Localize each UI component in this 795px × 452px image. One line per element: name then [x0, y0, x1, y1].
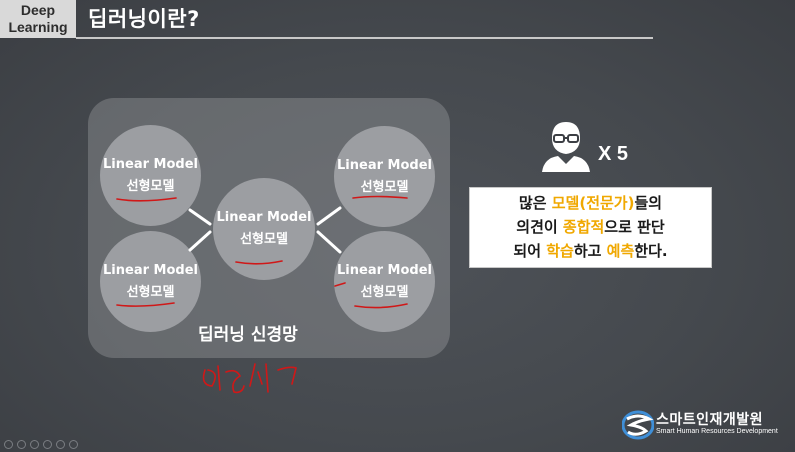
- node-label: Linear Model: [216, 210, 312, 225]
- more-options-button[interactable]: [69, 440, 78, 449]
- node-label: Linear Model: [103, 262, 198, 278]
- header-divider: [76, 37, 653, 39]
- highlight-text: 학습: [546, 242, 574, 260]
- underline-annotation: [354, 303, 408, 309]
- connector-right-bottom: [316, 230, 342, 254]
- pen-tool-button[interactable]: [30, 440, 39, 449]
- underline-annotation: [352, 195, 408, 199]
- highlight-text: 예측: [606, 242, 635, 260]
- callout-line-1: 많은 모델(전문가)들의: [518, 194, 663, 212]
- underline-annotation: [116, 197, 177, 202]
- node-sublabel: 선형모델: [240, 232, 288, 247]
- handwritten-scribble: [202, 363, 297, 394]
- next-slide-button[interactable]: [17, 440, 26, 449]
- connector-left-top: [188, 208, 212, 226]
- model-node-top-left: Linear Model 선형모델: [100, 125, 201, 226]
- slide-controls: [4, 440, 78, 449]
- page-title: 딥러닝이란?: [88, 7, 200, 31]
- node-sublabel: 선형모델: [360, 179, 409, 195]
- node-sublabel: 선형모델: [126, 284, 175, 300]
- network-caption: 딥러닝 신경망: [198, 325, 298, 345]
- underline-annotation: [116, 302, 175, 307]
- smhrd-logo-icon: [622, 410, 654, 440]
- underline-annotation: [334, 282, 346, 287]
- highlight-text: 종합적: [562, 218, 605, 236]
- person-glasses-icon: [542, 122, 590, 172]
- callout-line-2: 의견이 종합적으로 판단: [516, 218, 665, 236]
- logo-subtitle: Smart Human Resources Development: [656, 428, 778, 435]
- callout-line-3: 되어 학습하고 예측한다.: [513, 242, 668, 260]
- node-label: Linear Model: [103, 156, 198, 172]
- model-node-bottom-left: Linear Model 선형모델: [100, 231, 201, 332]
- highlight-text: 모델(전문가): [551, 194, 635, 212]
- prev-slide-button[interactable]: [4, 440, 13, 449]
- node-label: Linear Model: [337, 262, 432, 278]
- zoom-button[interactable]: [56, 440, 65, 449]
- underline-annotation: [235, 260, 283, 265]
- badge-line-2: Learning: [8, 19, 68, 35]
- node-sublabel: 선형모델: [360, 284, 409, 300]
- course-badge: Deep Learning: [0, 0, 76, 38]
- logo-name: 스마트인재개발원: [656, 412, 764, 428]
- model-node-bottom-right: Linear Model 선형모델: [334, 231, 435, 332]
- slides-view-button[interactable]: [43, 440, 52, 449]
- callout-box: 많은 모델(전문가)들의 의견이 종합적으로 판단 되어 학습하고 예측한다.: [469, 187, 712, 268]
- node-sublabel: 선형모델: [126, 178, 175, 194]
- model-node-top-right: Linear Model 선형모델: [334, 126, 435, 227]
- badge-line-1: Deep: [20, 2, 56, 18]
- multiplier-label: X 5: [598, 143, 629, 165]
- node-label: Linear Model: [337, 157, 432, 173]
- connector-left-bottom: [188, 230, 212, 252]
- connector-right-top: [316, 206, 342, 226]
